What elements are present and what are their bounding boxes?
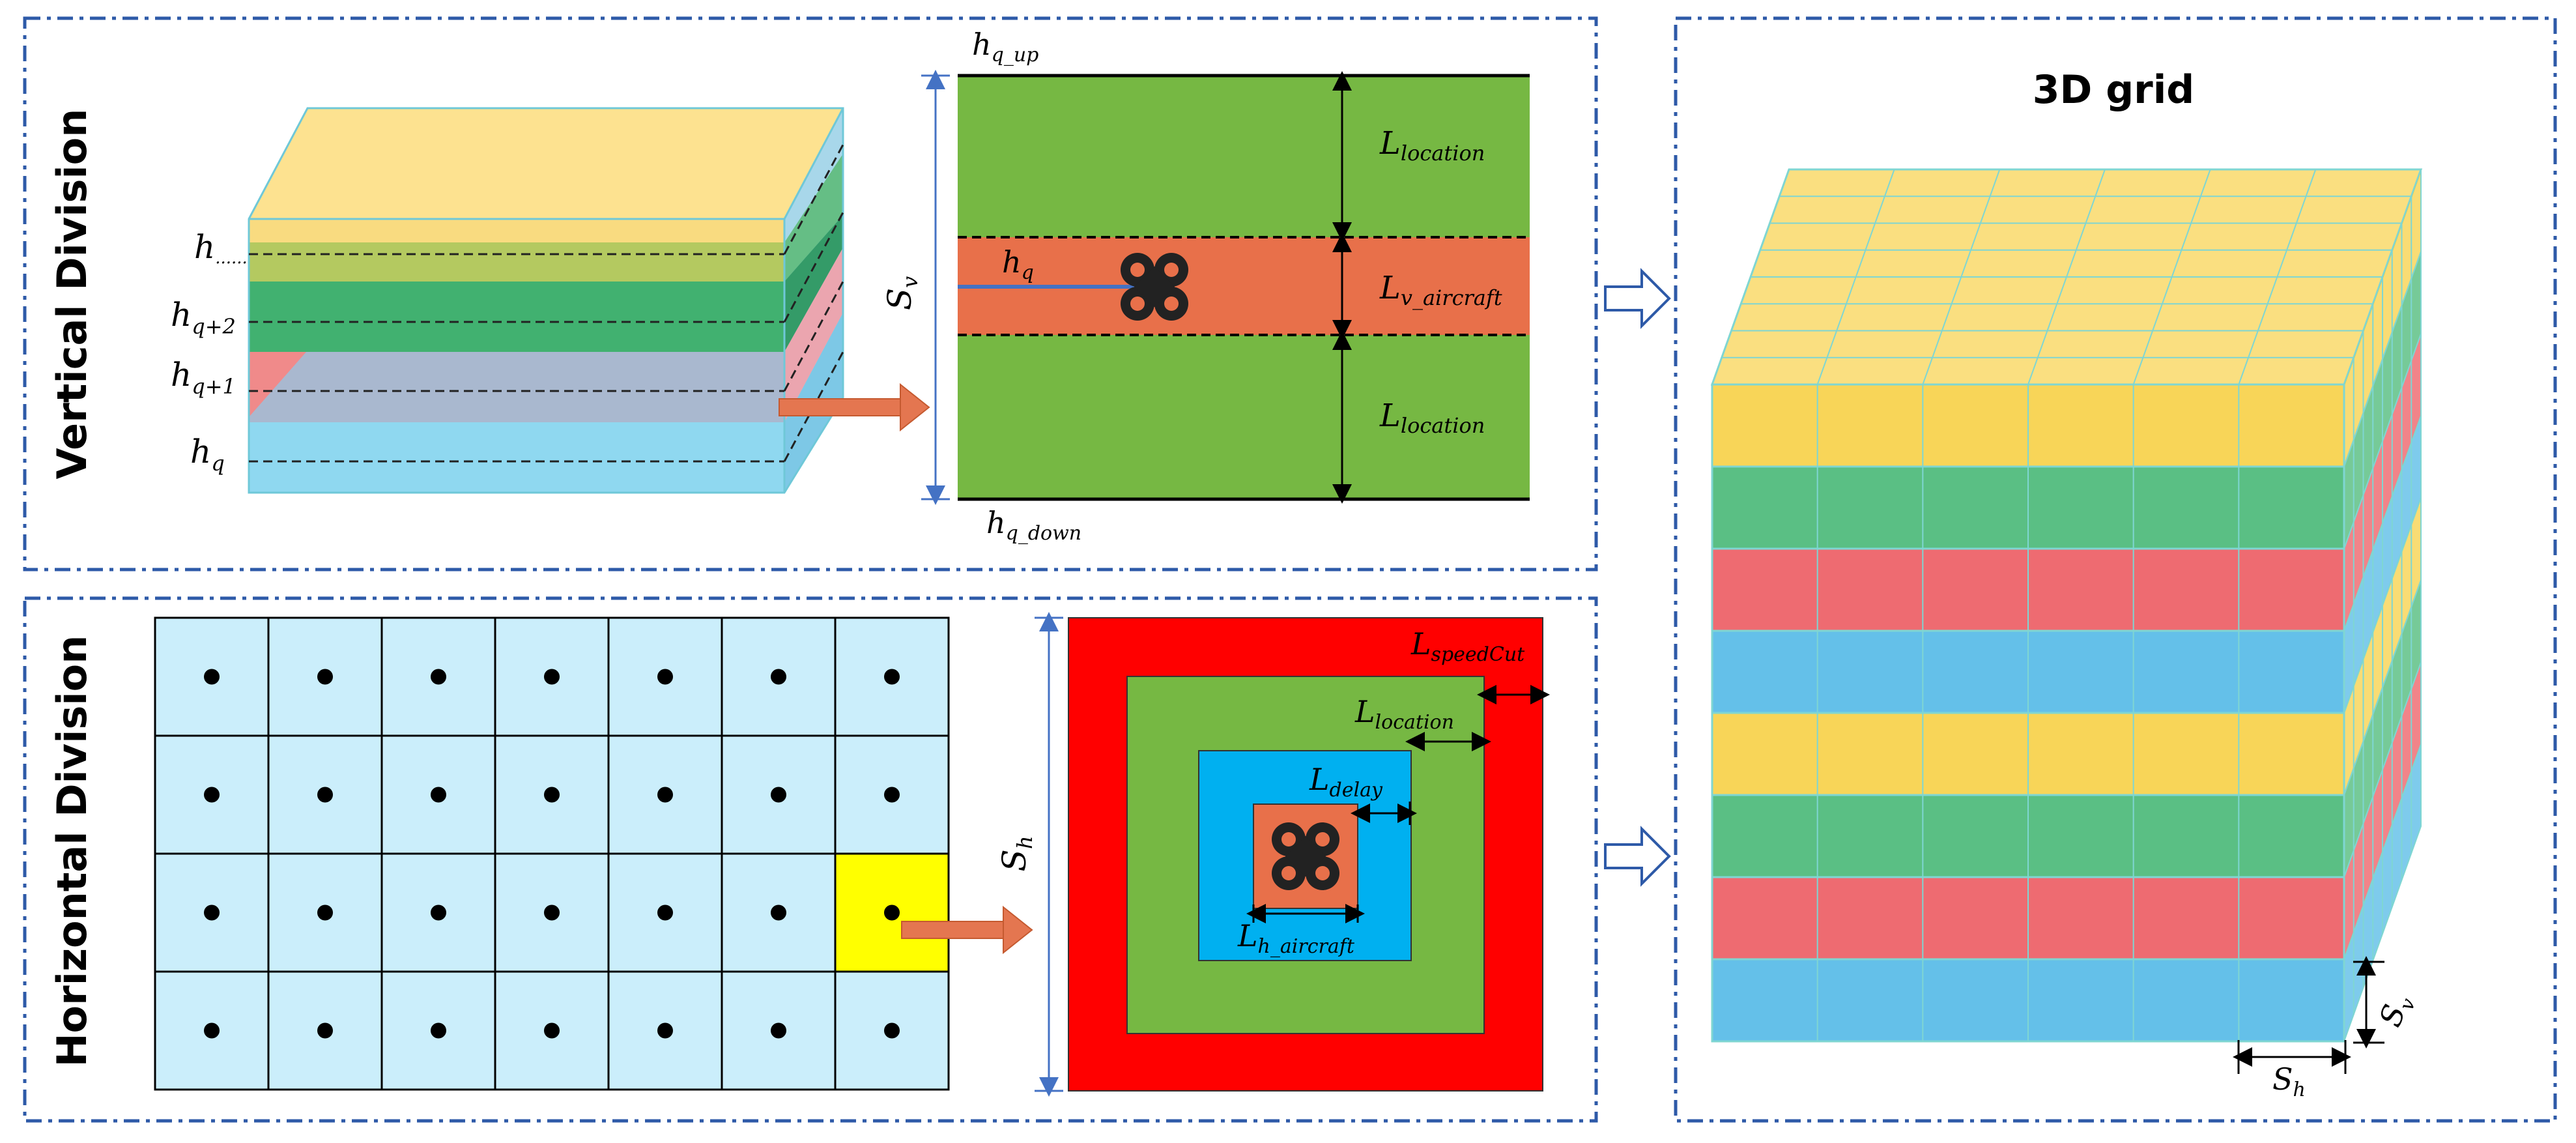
- grid3d-panel-border: [1674, 16, 2557, 1123]
- label-l-delay: Ldelay: [1309, 762, 1383, 802]
- label-sh-3d: Sh: [2272, 1062, 2306, 1101]
- horizontal-panel-border: [23, 596, 1598, 1123]
- grid-cell-center-dot: [657, 787, 673, 803]
- to-3d-arrow-lower: [1604, 826, 1671, 887]
- grid-cell-center-dot: [884, 1022, 900, 1039]
- grid-cell-center-dot: [544, 1022, 560, 1039]
- label-hq1: hq+1: [171, 356, 236, 399]
- grid-cell-center-dot: [544, 669, 560, 685]
- grid-cell-center-dot: [544, 904, 560, 921]
- grid-cell-center-dot: [884, 787, 900, 803]
- grid-cell-center-dot: [657, 1022, 673, 1039]
- grid-cell: [154, 970, 270, 1091]
- label-hq2: hq+2: [171, 296, 236, 339]
- label-l-speedcut: LspeedCut: [1410, 626, 1525, 666]
- label-l-h-aircraft: Lh_aircraft: [1237, 918, 1355, 958]
- grid-cell-center-dot: [204, 1022, 220, 1039]
- label-sh-horizontal: Sh: [995, 836, 1037, 872]
- cube-layer: [1711, 333, 2422, 632]
- grid3d-dimension-lines: [2233, 956, 2384, 1074]
- grid-cell-center-dot: [884, 669, 900, 685]
- vertical-detail: [921, 70, 1530, 505]
- horizontal-arrow: [901, 905, 1033, 955]
- grid-cell-center-dot: [657, 904, 673, 921]
- grid-cell-center-dot: [204, 904, 220, 921]
- grid-cell: [721, 970, 837, 1091]
- grid-cell-center-dot: [204, 669, 220, 685]
- grid-cell-center-dot: [884, 904, 900, 921]
- label-hq: hq: [190, 433, 225, 476]
- label-sv-vertical: Sv: [881, 276, 923, 310]
- label-l-v-aircraft: Lv_aircraft: [1379, 270, 1502, 310]
- layer-stack: [248, 107, 844, 494]
- vertical-panel-border: [23, 16, 1598, 572]
- grid-cell-center-dot: [431, 669, 446, 685]
- grid-cell-center-dot: [657, 669, 673, 685]
- grid-cell-center-dot: [317, 904, 333, 921]
- grid3d-cube: [1710, 168, 2423, 1043]
- label-hq-up: hq_up: [972, 27, 1038, 66]
- to-3d-arrow-upper: [1604, 268, 1671, 329]
- label-l-location-upper: Llocation: [1379, 125, 1485, 166]
- cube-layer: [1711, 497, 2422, 796]
- grid-cell-center-dot: [771, 787, 786, 803]
- grid3d-title: 3D grid: [2033, 67, 2195, 113]
- grid-cell-center-dot: [771, 669, 786, 685]
- grid-cell-center-dot: [431, 904, 446, 921]
- grid-cell-center-dot: [771, 1022, 786, 1039]
- grid-cell-center-dot: [544, 787, 560, 803]
- horizontal-grid: [154, 616, 950, 1091]
- grid-cell-center-dot: [317, 1022, 333, 1039]
- label-l-location-lower: Llocation: [1379, 398, 1485, 438]
- grid-cell-center-dot: [431, 1022, 446, 1039]
- cube-layer: [1710, 168, 2423, 468]
- label-hq-mid: hq: [1002, 244, 1034, 284]
- horizontal-detail: [1035, 612, 1550, 1097]
- grid-cell-center-dot: [771, 904, 786, 921]
- label-h-dots: h......: [194, 228, 248, 268]
- vertical-panel-title: Vertical Division: [48, 109, 96, 480]
- grid-cell-center-dot: [204, 787, 220, 803]
- label-l-location-h: Llocation: [1354, 694, 1454, 734]
- cube-layer: [1711, 661, 2422, 961]
- grid-cell-center-dot: [431, 787, 446, 803]
- grid-cell-center-dot: [317, 669, 333, 685]
- label-hq-down: hq_down: [986, 505, 1081, 545]
- cube-layer: [1711, 415, 2422, 714]
- label-sv-3d: Sv: [2372, 989, 2420, 1032]
- cube-layer: [1711, 251, 2422, 550]
- grid-cell-center-dot: [317, 787, 333, 803]
- horizontal-panel-title: Horizontal Division: [48, 635, 96, 1067]
- vertical-arrow: [779, 383, 930, 432]
